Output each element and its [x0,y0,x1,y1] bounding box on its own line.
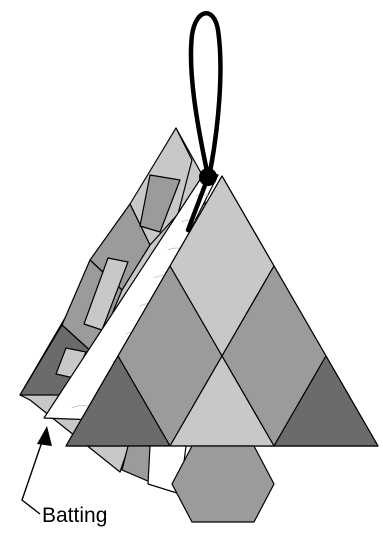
callout-arrowhead [37,426,52,446]
trunk-front-hexagon [172,446,274,522]
callout-leader-line [22,436,44,514]
trunk-pieces [122,446,274,522]
batting-label: Batting [42,504,107,527]
cord-knot [199,168,217,186]
